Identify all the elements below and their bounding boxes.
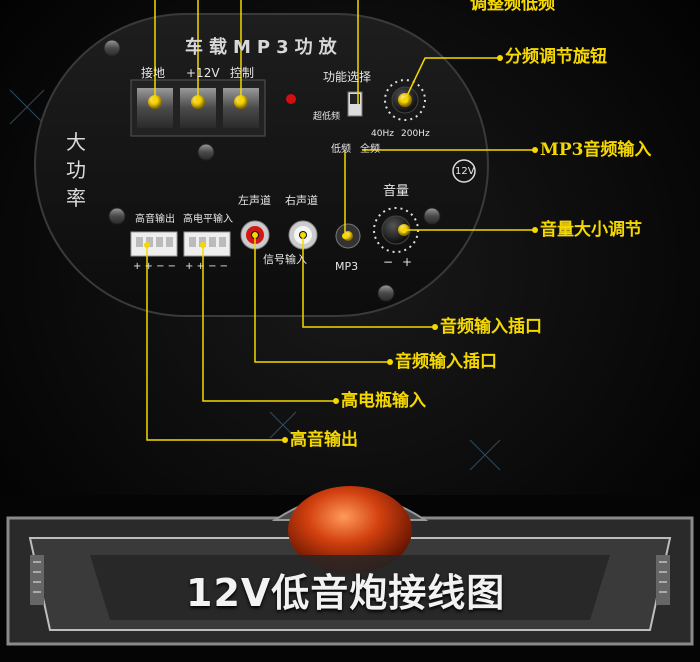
tweeter-output-connector <box>130 231 178 257</box>
signal-input-label: 信号输入 <box>263 253 307 266</box>
sparkle-decoration <box>9 89 501 471</box>
panel-title: 车载MP3功放 <box>185 37 343 58</box>
polarity-label-2: + + − − <box>185 261 229 272</box>
function-select-label: 功能选择 <box>323 70 372 84</box>
power-led <box>286 94 296 104</box>
mp3-input-callout: MP3音频输入 <box>540 140 652 160</box>
freq-low-label: 40Hz <box>371 129 394 139</box>
tweeter-output-callout: 高音输出 <box>290 430 358 450</box>
polarity-label-1: + + − − <box>133 261 177 272</box>
screw-icon <box>103 39 441 302</box>
red-dome-decoration <box>288 486 412 574</box>
plus12v-terminal-label: +12V <box>186 66 220 80</box>
tweeter-out-label: 高音输出 <box>135 214 175 225</box>
crossover-knob-callout: 分频调节旋钮 <box>505 47 607 67</box>
high-level-in-label: 高电平输入 <box>183 214 233 225</box>
side-label-char-1: 大 <box>66 130 86 154</box>
high-level-input-connector <box>183 231 231 257</box>
freq-high-label: 200Hz <box>401 129 430 139</box>
volume-plus-label: + <box>402 255 413 269</box>
title-banner <box>0 486 700 662</box>
high-battery-input-callout: 高电瓶输入 <box>341 391 426 411</box>
ground-terminal-label: 接地 <box>141 66 166 80</box>
volume-minus-label: − <box>383 255 394 269</box>
amplifier-plate <box>34 13 489 317</box>
bass-adjust-callout: 调整频低频 <box>470 0 555 14</box>
volume-label: 音量 <box>383 184 410 199</box>
voltage-badge-label: 12V <box>455 166 475 177</box>
side-label-char-3: 率 <box>66 186 86 210</box>
callout-lines <box>146 0 535 441</box>
banner-title: 12V低音炮接线图 <box>186 571 506 615</box>
mp3-label: MP3 <box>335 260 359 273</box>
voltage-badge <box>452 159 476 183</box>
audio-input-callout-2: 音频输入插口 <box>395 352 497 372</box>
audio-input-callout-1: 音频输入插口 <box>440 317 542 337</box>
side-label-char-2: 功 <box>66 158 86 182</box>
switch-full-label: 全频 <box>360 144 380 155</box>
control-terminal-label: 控制 <box>230 66 255 80</box>
right-channel-label: 右声道 <box>285 194 318 207</box>
switch-low-label: 低频 <box>331 144 351 155</box>
volume-adjust-callout: 音量大小调节 <box>540 220 642 240</box>
left-channel-label: 左声道 <box>238 194 271 207</box>
switch-subbass-label: 超低频 <box>313 112 341 122</box>
